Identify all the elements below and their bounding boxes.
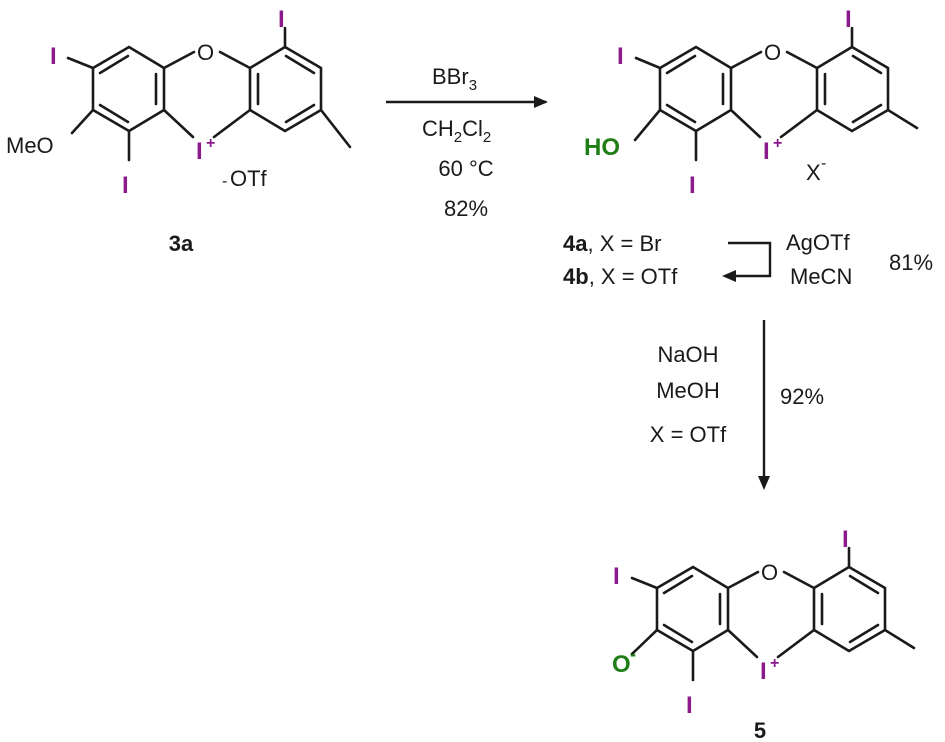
4-counterion: X xyxy=(806,160,821,185)
compound-5-label: 5 xyxy=(754,718,766,742)
compound-4a-label: 4a, X = Br xyxy=(563,231,661,256)
svg-text:BBr3: BBr3 xyxy=(432,64,477,94)
4-iodine-top-left: I xyxy=(617,43,624,70)
4-left-ring xyxy=(658,45,733,133)
compound-3a-structure: I MeO I I O I + - OTf xyxy=(6,6,352,199)
step1-arrow xyxy=(386,96,548,108)
4-iodine-bottom: I xyxy=(689,172,696,199)
3a-iodine-bottom: I xyxy=(122,172,129,199)
step3-yield: 92% xyxy=(780,384,824,409)
3a-iodonium: I xyxy=(196,138,203,165)
3a-iodine-top-left: I xyxy=(50,43,57,70)
3a-left-ring xyxy=(91,45,166,133)
3a-bridge-oxygen: O xyxy=(197,40,214,65)
5-iodine-top-left: I xyxy=(613,563,620,590)
step3-reagent: NaOH xyxy=(657,342,718,367)
5-right-ring xyxy=(812,565,887,653)
4-hydroxy-group: HO xyxy=(584,134,620,161)
5-phenoxide-charge: - xyxy=(630,644,636,664)
4-iodonium: I xyxy=(763,138,770,165)
step2-conditions: AgOTf MeCN 81% xyxy=(786,230,933,289)
3a-counterion: OTf xyxy=(230,166,268,191)
compound-3a-label: 3a xyxy=(169,231,194,256)
step1-reagent: BBr xyxy=(432,64,469,89)
3a-iodonium-charge: + xyxy=(206,135,215,152)
step3-arrow xyxy=(758,320,770,490)
svg-text:CH2Cl2: CH2Cl2 xyxy=(422,116,491,146)
step1-solvent: CH xyxy=(422,116,454,141)
step2-reagent: AgOTf xyxy=(786,230,850,255)
5-iodonium-charge: + xyxy=(770,655,779,672)
step3-solvent: MeOH xyxy=(656,378,720,403)
4-iodine-top-right: I xyxy=(845,6,852,33)
3a-iodine-top-right: I xyxy=(278,6,285,33)
4-right-ring xyxy=(815,45,890,133)
5-bridge-oxygen: O xyxy=(761,560,778,585)
compound-4b-label: 4b, X = OTf xyxy=(563,264,678,289)
step2-yield: 81% xyxy=(889,250,933,275)
compound-5-structure: I O - I I O I + xyxy=(612,526,916,719)
4-counterion-charge: - xyxy=(821,155,826,172)
5-iodine-bottom: I xyxy=(686,692,693,719)
compound-4-structure: I HO I I O I + X - xyxy=(584,6,919,199)
step1-yield: 82% xyxy=(444,196,488,221)
step3-conditions: NaOH MeOH X = OTf 92% xyxy=(650,342,824,447)
step2-arrow xyxy=(722,241,772,282)
4-iodonium-charge: + xyxy=(773,135,782,152)
3a-counterion-charge: - xyxy=(222,173,227,190)
3a-methoxy-group: MeO xyxy=(6,133,54,158)
5-iodonium: I xyxy=(760,658,767,685)
step2-solvent: MeCN xyxy=(790,264,852,289)
step1-conditions: BBr3 CH2Cl2 60 °C 82% xyxy=(422,64,494,221)
5-phenoxide-oxygen: O xyxy=(612,651,631,678)
4-bridge-oxygen: O xyxy=(764,40,781,65)
step1-temperature: 60 °C xyxy=(438,156,493,181)
3a-right-ring xyxy=(248,45,323,133)
5-iodine-top-right: I xyxy=(842,526,849,553)
step3-condition: X = OTf xyxy=(650,422,727,447)
5-left-ring xyxy=(655,565,730,653)
